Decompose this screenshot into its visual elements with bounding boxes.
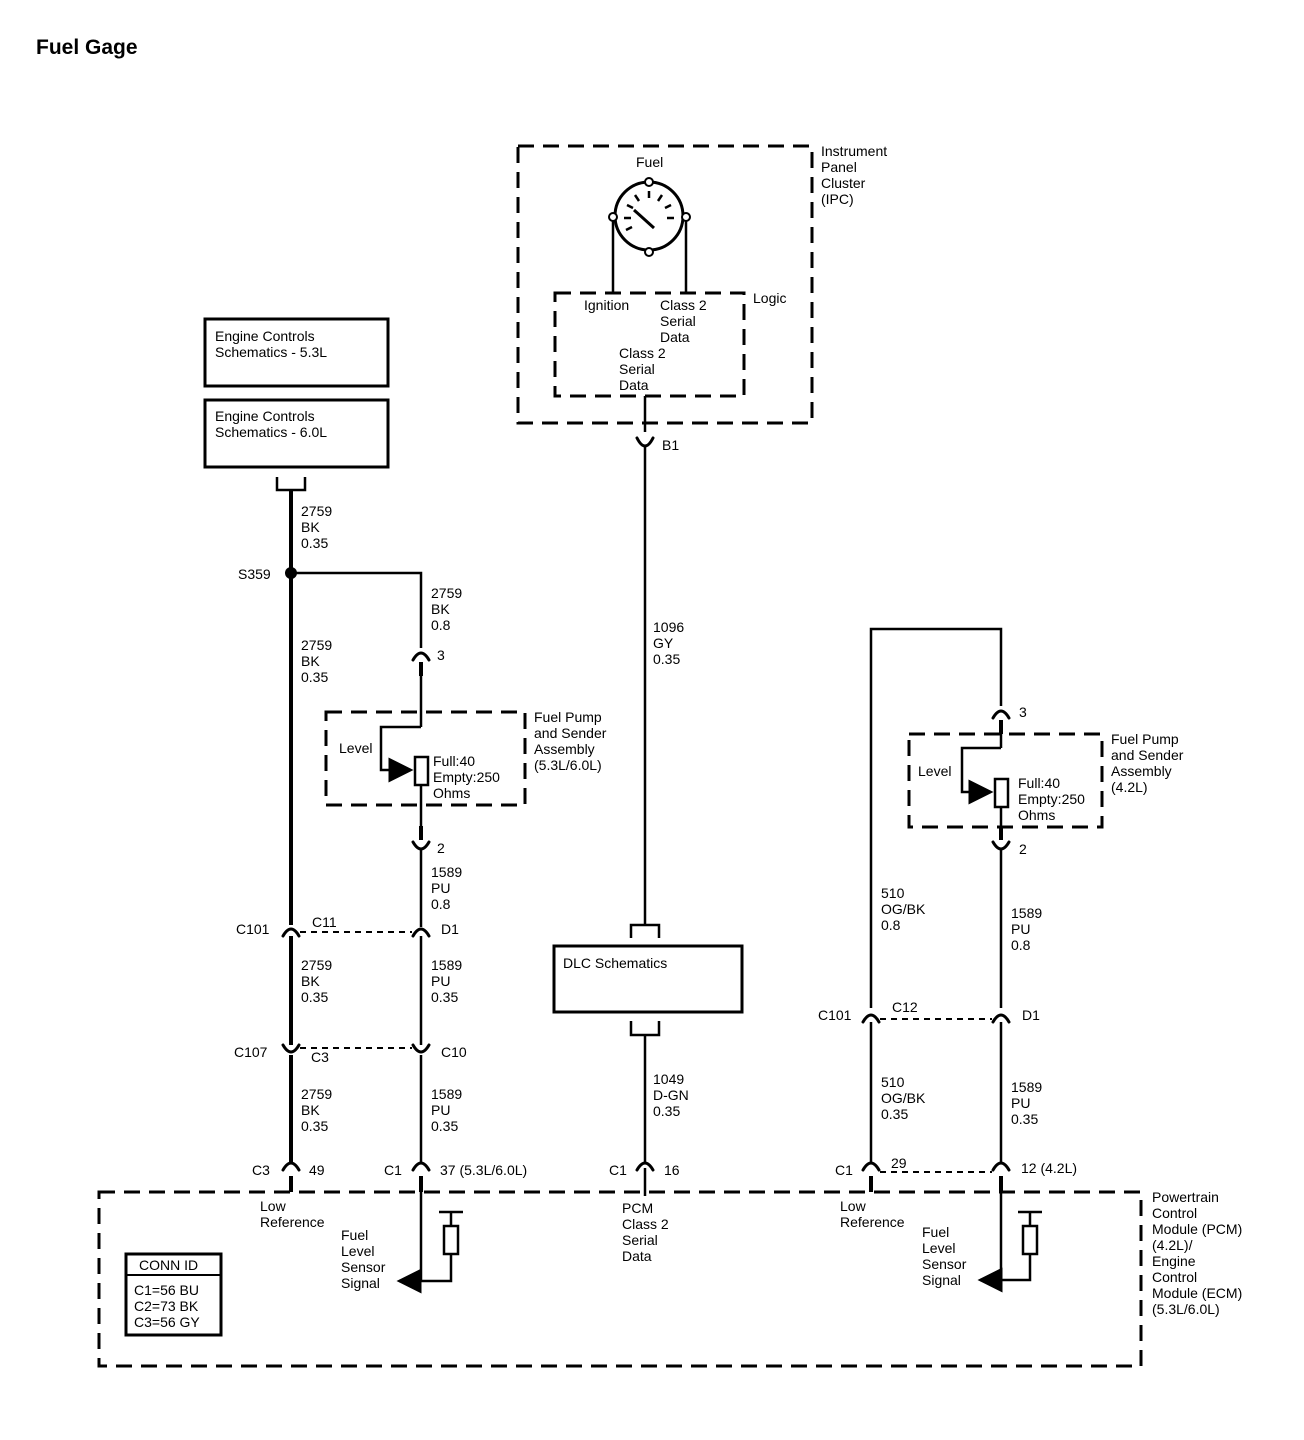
conn-id-row: C2=73 BK: [134, 1298, 199, 1314]
ipc-label: Instrument Panel Cluster (IPC): [821, 143, 891, 207]
wire-2759-c: 2759 BK 0.35: [301, 637, 336, 685]
c101-left-label: C101: [236, 921, 270, 937]
dlc-schematics-box: [552, 944, 744, 1014]
wire-1049: 1049 D-GN 0.35: [653, 1071, 693, 1119]
resistor-right-icon: [993, 777, 1010, 809]
conn-id-row: C3=56 GY: [134, 1314, 200, 1330]
wire-2759-b: 2759 BK 0.8: [431, 585, 466, 633]
class2-upper-label: Class 2 Serial Data: [660, 297, 711, 345]
engine-controls-6-0l-box: [203, 398, 390, 469]
conn-id-title: CONN ID: [139, 1257, 198, 1273]
c12-label: C12: [892, 999, 918, 1015]
sender-left-values: Full:40 Empty:250 Ohms: [433, 753, 504, 801]
wire-1589-d: 1589 PU 0.8: [1011, 905, 1046, 953]
engine-controls-6-0l-label: Engine Controls Schematics - 6.0L: [215, 408, 327, 440]
pin49-label: 49: [309, 1162, 325, 1178]
wire-1589-c: 1589 PU 0.35: [431, 1086, 466, 1134]
conn-id-table: CONN ID C1=56 BU C2=73 BK C3=56 GY: [124, 1252, 223, 1337]
pin29-label: 29: [891, 1155, 907, 1171]
connector-c107: [281, 1043, 301, 1054]
splice-s359-label: S359: [238, 566, 271, 582]
connector-c101-left: [281, 927, 301, 938]
connector-b1-label: B1: [662, 437, 679, 453]
connector-d1-right: [991, 1013, 1011, 1024]
fuel-sender-left-box: [324, 710, 527, 807]
connector-left-pin2: [411, 840, 431, 851]
fuel-sender-right-label: Fuel Pump and Sender Assembly (4.2L): [1111, 731, 1187, 795]
fuel-gauge-label: Fuel: [636, 154, 663, 170]
wire-1589-b: 1589 PU 0.35: [431, 957, 466, 1005]
d1-right-label: D1: [1022, 1007, 1040, 1023]
connector-c1-12: [991, 1161, 1011, 1172]
c101-right-label: C101: [818, 1007, 852, 1023]
right-pin3-label: 3: [1019, 704, 1027, 720]
wire-2759-e: 2759 BK 0.35: [301, 1086, 336, 1134]
connector-d1-left: [411, 927, 431, 938]
pcm-label: Powertrain Control Module (PCM) (4.2L)/ …: [1152, 1189, 1246, 1317]
page-title: Fuel Gage: [36, 36, 138, 59]
left-pin2-label: 2: [437, 840, 445, 856]
c11-label: C11: [312, 914, 337, 930]
connector-left-pin3: [411, 651, 431, 662]
right-pin2-label: 2: [1019, 841, 1027, 857]
ignition-label: Ignition: [584, 297, 629, 313]
c1-right-label: C1: [835, 1162, 853, 1178]
ipc-box: [516, 144, 814, 425]
engine-controls-5-3l-box: [203, 317, 390, 388]
connector-right-pin3: [991, 709, 1011, 720]
wire-510-a: 510 OG/BK 0.8: [881, 885, 929, 933]
sender-right-values: Full:40 Empty:250 Ohms: [1018, 775, 1089, 823]
engine-controls-5-3l-label: Engine Controls Schematics - 5.3L: [215, 328, 327, 360]
c10-label: C10: [441, 1044, 467, 1060]
logic-label: Logic: [753, 290, 786, 306]
left-pin3-label: 3: [437, 647, 445, 663]
low-reference-right: Low Reference: [840, 1198, 905, 1230]
pullup-resistor-left-icon: [442, 1224, 460, 1256]
wire-1589-e: 1589 PU 0.35: [1011, 1079, 1046, 1127]
connector-c1-16: [635, 1161, 655, 1172]
pcm-class2-data-label: PCM Class 2 Serial Data: [622, 1200, 673, 1264]
connector-c10: [411, 1043, 431, 1054]
level-left-label: Level: [339, 740, 372, 756]
resistor-left-icon: [413, 755, 430, 787]
c3-pcm-label: C3: [252, 1162, 270, 1178]
fuel-level-signal-left: Fuel Level Sensor Signal: [341, 1227, 389, 1291]
wire-2759-d: 2759 BK 0.35: [301, 957, 336, 1005]
wire-510-b: 510 OG/BK 0.35: [881, 1074, 929, 1122]
level-right-label: Level: [918, 763, 951, 779]
connector-b1: [635, 436, 655, 448]
c1-dlc-label: C1: [609, 1162, 627, 1178]
wire-1096: 1096 GY 0.35: [653, 619, 688, 667]
fuel-sender-right-box: [907, 732, 1104, 829]
c1-mid-label: C1: [384, 1162, 402, 1178]
class2-lower-label: Class 2 Serial Data: [619, 345, 670, 393]
c3-label: C3: [311, 1049, 329, 1065]
fuel-level-signal-right: Fuel Level Sensor Signal: [922, 1224, 970, 1288]
fuel-sender-left-label: Fuel Pump and Sender Assembly (5.3L/6.0L…: [534, 709, 610, 773]
fuel-gauge-icon: [608, 177, 691, 257]
ipc-logic-box: [553, 291, 746, 398]
connector-c1-37: [411, 1161, 431, 1172]
pullup-resistor-right-icon: [1021, 1224, 1039, 1256]
connector-c3-49: [281, 1161, 301, 1172]
conn-id-row: C1=56 BU: [134, 1282, 199, 1298]
wire-1589-a: 1589 PU 0.8: [431, 864, 466, 912]
pin37-label: 37 (5.3L/6.0L): [440, 1162, 527, 1178]
connector-c101-right: [861, 1013, 881, 1024]
pcm-ecm-box: [97, 1190, 1143, 1368]
d1-left-label: D1: [441, 921, 459, 937]
low-reference-left: Low Reference: [260, 1198, 325, 1230]
pin16-label: 16: [664, 1162, 680, 1178]
connector-right-pin2: [991, 840, 1011, 851]
connector-c1-29: [861, 1161, 881, 1172]
c107-label: C107: [234, 1044, 268, 1060]
pin12-label: 12 (4.2L): [1021, 1160, 1077, 1176]
wire-2759-a: 2759 BK 0.35: [301, 503, 336, 551]
dlc-schematics-label: DLC Schematics: [563, 955, 667, 971]
